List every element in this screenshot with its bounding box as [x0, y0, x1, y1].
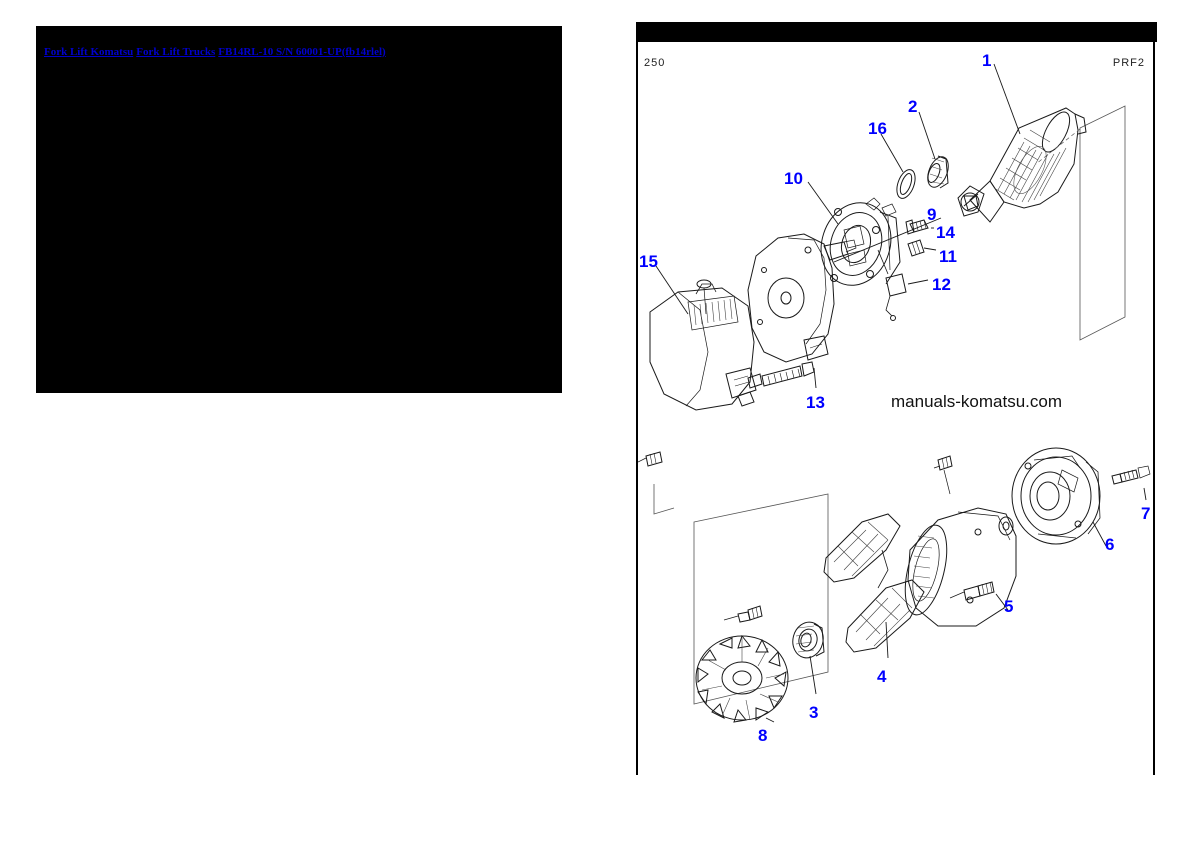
callout-2: 2 — [908, 97, 918, 116]
callout-1: 1 — [982, 51, 992, 70]
callout-4: 4 — [877, 667, 887, 686]
breadcrumb-link-fork-lift-komatsu[interactable]: Fork Lift Komatsu — [44, 46, 134, 58]
diagram-page-code: PRF2 — [1112, 57, 1145, 69]
callout-8: 8 — [758, 726, 768, 745]
breadcrumb-link-fork-lift-trucks[interactable]: Fork Lift Trucks — [136, 46, 216, 58]
breadcrumb-link-model-serial[interactable]: FB14RL-10 S/N 60001-UP(fb14rlel) — [218, 46, 386, 58]
callout-3: 3 — [809, 703, 819, 722]
image-placeholder-panel: Fork Lift Komatsu Fork Lift Trucks FB14R… — [36, 26, 562, 393]
diagram-page-number: 250 — [644, 57, 666, 69]
watermark-text: manuals-komatsu.com — [891, 392, 1063, 411]
callout-6: 6 — [1105, 535, 1115, 554]
callout-10: 10 — [784, 169, 803, 188]
diagram-top-bar — [638, 22, 1157, 42]
callout-14: 14 — [936, 223, 955, 242]
diagram-line-art — [638, 63, 1151, 723]
callout-16: 16 — [868, 119, 887, 138]
callout-12: 12 — [932, 275, 951, 294]
callout-7: 7 — [1141, 504, 1151, 523]
callout-5: 5 — [1004, 597, 1014, 616]
callout-11: 11 — [939, 247, 957, 266]
callout-15: 15 — [639, 252, 658, 271]
diagram-frame: 250 PRF2 — [636, 22, 1157, 775]
callout-13: 13 — [806, 393, 825, 412]
breadcrumb: Fork Lift Komatsu Fork Lift Trucks FB14R… — [44, 46, 386, 58]
callout-9: 9 — [927, 205, 937, 224]
